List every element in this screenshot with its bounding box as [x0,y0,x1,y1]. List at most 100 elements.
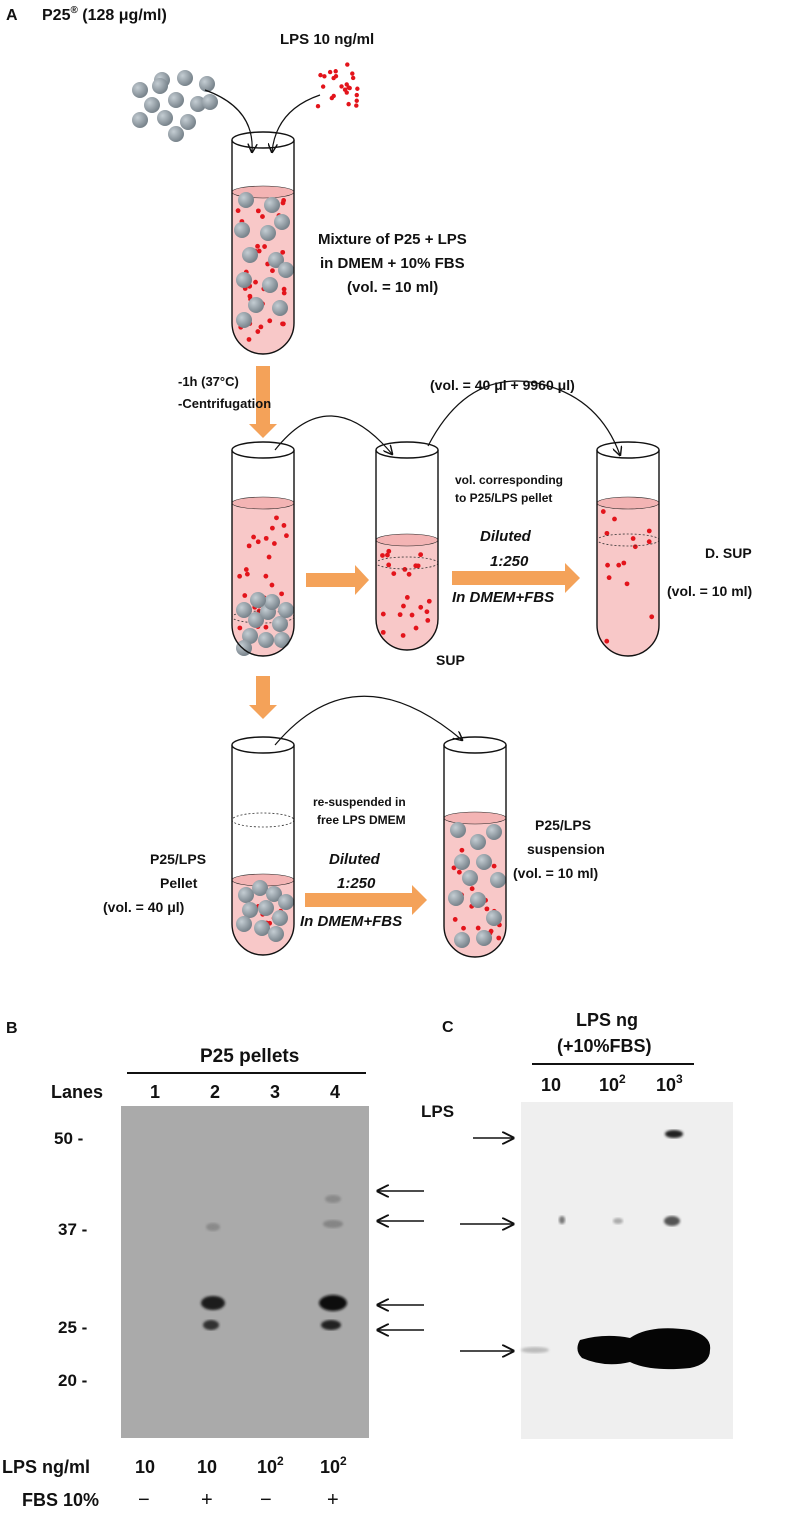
lps-dot [646,539,652,545]
lps-dot [451,865,457,871]
lps-dot [255,329,261,334]
lps-dot [459,847,465,853]
p25-particle [248,297,264,313]
lps-dot [281,290,287,296]
tube-rim [231,441,295,459]
lps-dot [456,869,462,875]
p25-particle [190,96,206,112]
marker-20: 20 - [58,1371,87,1390]
lps-dot [386,562,392,568]
lps-dot [401,603,406,609]
fbs-value-4: + [327,1489,339,1511]
panel-c-lane-2: 102 [599,1072,626,1095]
dsup-vol-label: (vol. = 10 ml) [667,583,752,599]
p25-particle [274,632,290,648]
lps-dot [255,539,261,545]
panel-c-letter: C [442,1019,454,1036]
lps-dot [350,75,356,81]
p25-particle [152,78,168,94]
lps-dot [274,515,279,521]
lps-dot [397,612,403,618]
tube-liquid-surface [375,533,439,547]
p25-particle [236,312,252,328]
blot-b-sheen [121,1106,369,1438]
fbs-row-label: FBS 10% [22,1490,99,1510]
lps-dots-cluster [315,62,360,109]
lps-dot [280,321,286,327]
blot-b-band-faint-lane4b [323,1220,343,1228]
lps-value-1: 10 [135,1457,155,1477]
sup-label: SUP [436,652,465,668]
lps-dot [244,571,250,577]
lps-dot [355,86,360,91]
step-label-1: -1h (37°C) [178,374,239,389]
blot-b-band-lane2-lower [203,1320,219,1330]
lps-dot [333,69,338,74]
lps-dot [418,552,424,558]
p25-label: P25® (128 μg/ml) [42,5,167,24]
panel-c-lane-3: 103 [656,1072,683,1095]
lps-dot [385,552,390,558]
lps-dot [322,74,327,79]
marker-25: 25 - [58,1318,87,1337]
lps-dot [646,528,652,534]
lps-dot [616,562,622,568]
tube-mixture [231,131,295,355]
lps-dot [281,286,287,292]
p25-particle [177,70,193,86]
lps-dot [452,917,458,922]
lps-dot [606,575,612,581]
lps-dot [284,533,289,539]
lps-dot [380,611,386,617]
blot-b-band-lane4-upper [319,1295,347,1311]
susp-label-3: (vol. = 10 ml) [513,865,598,881]
p25-particle [264,594,280,610]
tube-rim [443,736,507,754]
blot-b [121,1106,369,1438]
lps-dot [243,567,249,572]
arc-tube3-to-tube4 [427,380,620,455]
p25-particle [234,222,250,238]
lps-dot [491,863,497,869]
lps-dot [267,318,273,324]
p25-particle [278,894,294,910]
lps-dot [237,573,243,579]
lps-value-3: 102 [257,1454,284,1477]
p25-particle [202,94,218,110]
lps-dot [258,324,264,330]
p25-particle [490,872,506,888]
lps-dot [262,244,267,249]
lps-dot [354,98,359,103]
orange-arrow-down-1 [249,366,277,438]
p25-particle [242,247,258,263]
lps-dot [354,103,359,108]
lps-dot [391,571,397,576]
p25-particle [180,114,196,130]
p25-particle [454,932,470,948]
lps-dot [263,624,269,630]
lps-conc-label: LPS 10 ng/ml [280,31,374,48]
lps-row-label: LPS ng/ml [2,1457,90,1477]
blot-c-band-low-lane1 [521,1347,549,1353]
lps-dot [251,534,256,540]
p25-particle [470,892,486,908]
lps-dot [346,101,351,107]
lps-dot [315,103,321,109]
lps-dot [255,243,260,249]
p25-particle [157,110,173,126]
p25-particle [274,214,290,230]
lps-dot [253,279,258,285]
lps-value-2: 10 [197,1457,217,1477]
lps-dot [256,248,262,254]
lps-dot [600,509,606,514]
p25-particle [252,880,268,896]
lps-dot [484,906,490,912]
tube-outline [596,450,660,657]
tube-outline [231,745,295,956]
tube-centrifuged [231,441,295,657]
lps-dot [413,563,419,569]
panel-c-title-1: LPS ng [576,1010,638,1030]
lanes-label: Lanes [51,1082,103,1102]
lps-dot [461,925,466,931]
pellet-label-2: Pellet [160,875,198,891]
